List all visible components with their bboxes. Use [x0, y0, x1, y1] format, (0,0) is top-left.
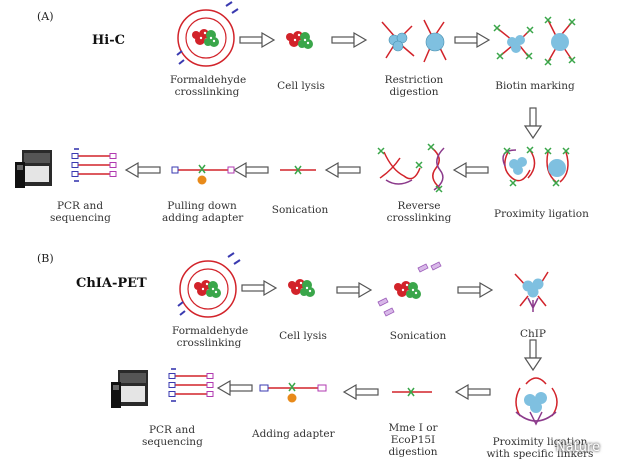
hic-read-pairs	[71, 148, 117, 182]
chiapet-step-chip-label: ChIP	[519, 328, 546, 340]
arrow-a8	[125, 162, 161, 178]
chiapet-lysed-chromatin	[288, 279, 315, 297]
panel-b-label: (B)	[37, 252, 54, 265]
arrow-b2	[336, 282, 372, 298]
hic-step-proximity-label: Proximity ligation	[494, 208, 589, 220]
arrow-a1	[239, 32, 275, 48]
hic-biotin-complex	[493, 16, 576, 66]
chiapet-adapter-bead	[259, 382, 327, 403]
panel-a-label: (A)	[37, 10, 54, 23]
hic-restriction-complex	[381, 19, 447, 63]
chiapet-proximity-complex	[515, 377, 558, 426]
arrow-a3	[454, 32, 490, 48]
chiapet-formaldehyde-cell	[177, 252, 241, 318]
panel-a-title: Hi-C	[92, 33, 125, 48]
arrow-b1	[241, 280, 277, 296]
chiapet-step-lysis-label: Cell lysis	[279, 330, 327, 342]
hic-step-lysis-label: Cell lysis	[277, 80, 325, 92]
chiapet-sonication-complex	[377, 261, 442, 317]
hic-proximity-ligation	[502, 146, 570, 187]
chiapet-step-adapter-label: Adding adapter	[252, 428, 335, 440]
hic-lysed-chromatin	[286, 31, 313, 49]
panel-b-title: ChIA-PET	[76, 276, 147, 291]
hic-step-biotin-label: Biotin marking	[495, 80, 575, 92]
arrow-a5	[453, 162, 489, 178]
chiapet-read-pairs	[168, 368, 214, 402]
chiapet-chip-complex	[514, 271, 549, 312]
hic-sequencer	[15, 150, 52, 188]
arrow-a4-down	[523, 107, 543, 140]
arrow-a6	[325, 162, 361, 178]
hic-reverse-crosslinking	[377, 143, 445, 193]
hic-sonication-fragment	[280, 165, 316, 175]
watermark-text: Nature	[556, 440, 601, 455]
arrow-b7	[217, 380, 253, 396]
chiapet-mme-fragment	[392, 387, 432, 397]
arrow-a2	[331, 32, 367, 48]
arrow-a7	[233, 162, 269, 178]
arrow-b3	[457, 282, 493, 298]
arrow-b4-down	[523, 339, 543, 372]
arrow-b6	[343, 384, 379, 400]
hic-pulldown-bead	[171, 164, 235, 185]
chiapet-sequencer	[111, 370, 148, 408]
hic-formaldehyde-cell	[176, 1, 239, 67]
chiapet-step-sonication-label: Sonication	[389, 330, 447, 342]
arrow-b5	[455, 384, 491, 400]
hic-step-sonication-label: Sonication	[271, 204, 329, 216]
